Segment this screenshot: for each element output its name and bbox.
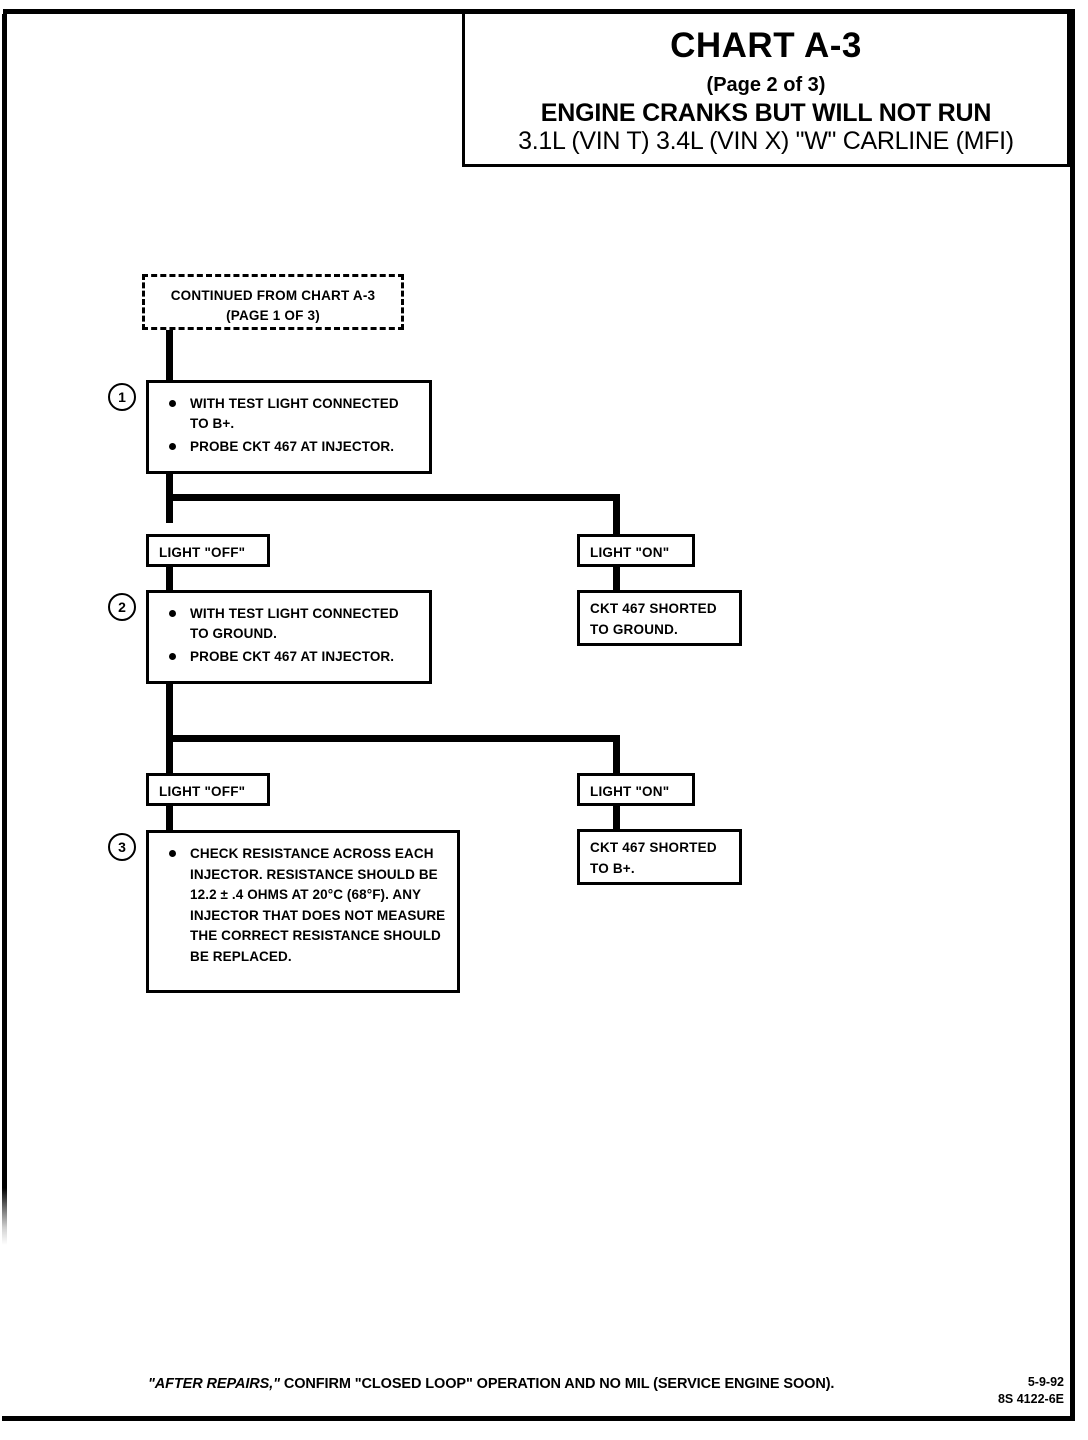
node-step-2: WITH TEST LIGHT CONNECTED TO GROUND. PRO…	[146, 590, 432, 684]
chart-application: 3.1L (VIN T) 3.4L (VIN X) "W" CARLINE (M…	[518, 126, 1014, 155]
branch2-result-line2: TO B+.	[590, 860, 635, 876]
page-border-left	[2, 14, 7, 1150]
connector-lightoff1-to-step2	[166, 563, 173, 595]
connector-branch1-right-down	[613, 494, 620, 538]
continued-from-line1: CONTINUED FROM CHART A-3	[170, 288, 376, 303]
node-branch2-light-off: LIGHT "OFF"	[146, 773, 270, 806]
node-step-3: CHECK RESISTANCE ACROSS EACH INJECTOR. R…	[146, 830, 460, 993]
node-branch2-result: CKT 467 SHORTED TO B+.	[577, 829, 742, 885]
connector-branch2-bar	[166, 735, 620, 742]
page-border-bottom	[2, 1416, 1075, 1421]
step-number-1: 1	[108, 383, 136, 411]
step-2-bullets: WITH TEST LIGHT CONNECTED TO GROUND. PRO…	[161, 604, 419, 667]
branch2-result-line1: CKT 467 SHORTED	[590, 840, 717, 855]
node-branch1-light-off: LIGHT "OFF"	[146, 534, 270, 567]
step-3-bullets: CHECK RESISTANCE ACROSS EACH INJECTOR. R…	[161, 844, 447, 967]
branch1-result-line2: TO GROUND.	[590, 621, 679, 637]
node-continued-from-chart: CONTINUED FROM CHART A-3 (PAGE 1 OF 3)	[142, 274, 404, 330]
chart-header: CHART A-3 (Page 2 of 3) ENGINE CRANKS BU…	[462, 11, 1070, 167]
footer-doc-code: 8S 4122-6E	[997, 1391, 1064, 1406]
continued-from-line2: (PAGE 1 OF 3)	[226, 307, 320, 323]
node-branch1-light-on: LIGHT "ON"	[577, 534, 695, 567]
connector-lighton1-to-result1	[613, 563, 620, 595]
chart-page-indicator: (Page 2 of 3)	[706, 73, 826, 96]
connector-continued-to-step1	[166, 328, 173, 384]
step-2-bullet-2: PROBE CKT 467 AT INJECTOR.	[161, 647, 419, 667]
step-2-bullet-1: WITH TEST LIGHT CONNECTED TO GROUND.	[161, 604, 419, 645]
chart-subtitle: ENGINE CRANKS BUT WILL NOT RUN	[540, 98, 992, 127]
footer-note-emphasis: "AFTER REPAIRS,"	[148, 1376, 280, 1392]
branch2-light-off-label: LIGHT "OFF"	[159, 784, 246, 799]
page-border-right	[1070, 14, 1075, 1420]
node-branch2-light-on: LIGHT "ON"	[577, 773, 695, 806]
node-branch1-result: CKT 467 SHORTED TO GROUND.	[577, 590, 742, 646]
footer-codes: 5-9-92 8S 4122-6E	[952, 1374, 1064, 1408]
branch1-light-on-label: LIGHT "ON"	[590, 545, 670, 560]
branch2-light-on-label: LIGHT "ON"	[590, 784, 670, 799]
footer-note: "AFTER REPAIRS," CONFIRM "CLOSED LOOP" O…	[148, 1376, 834, 1392]
step-number-3: 3	[108, 833, 136, 861]
step-3-bullet-1: CHECK RESISTANCE ACROSS EACH INJECTOR. R…	[161, 844, 447, 967]
branch1-result-line1: CKT 467 SHORTED	[590, 601, 717, 616]
connector-step2-down	[166, 680, 173, 776]
node-step-1: WITH TEST LIGHT CONNECTED TO B+. PROBE C…	[146, 380, 432, 474]
step-1-bullet-2: PROBE CKT 467 AT INJECTOR.	[161, 437, 419, 457]
chart-title: CHART A-3	[670, 26, 862, 65]
connector-branch1-bar	[166, 494, 620, 501]
step-1-bullet-1: WITH TEST LIGHT CONNECTED TO B+.	[161, 394, 419, 435]
branch1-light-off-label: LIGHT "OFF"	[159, 545, 246, 560]
footer-date-code: 5-9-92	[1027, 1375, 1064, 1389]
step-1-bullets: WITH TEST LIGHT CONNECTED TO B+. PROBE C…	[161, 394, 419, 457]
page-border-left-fade	[2, 1150, 7, 1245]
connector-lighton2-to-result2	[613, 802, 620, 834]
connector-branch2-right-down	[613, 735, 620, 777]
connector-lightoff2-to-step3	[166, 802, 173, 834]
step-number-2: 2	[108, 593, 136, 621]
footer-note-rest: CONFIRM "CLOSED LOOP" OPERATION AND NO M…	[279, 1376, 835, 1392]
